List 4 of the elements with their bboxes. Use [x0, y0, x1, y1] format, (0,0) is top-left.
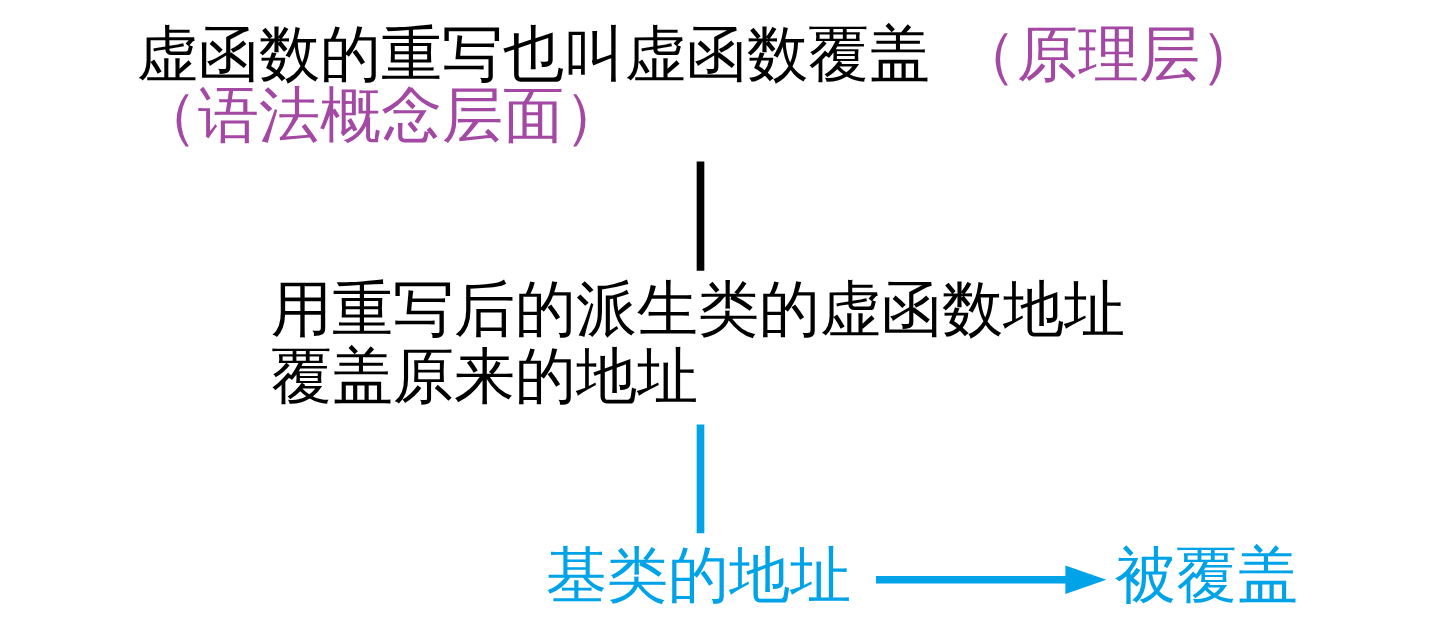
node-text: 被覆盖: [1115, 538, 1299, 610]
node-text: 虚函数的重写也叫虚函数覆盖 （原理层） （语法概念层面）: [136, 18, 1261, 151]
node-text: 用重写后的派生类的虚函数地址覆盖原来的地址: [270, 273, 1125, 411]
node-text: 基类的地址: [546, 538, 852, 610]
